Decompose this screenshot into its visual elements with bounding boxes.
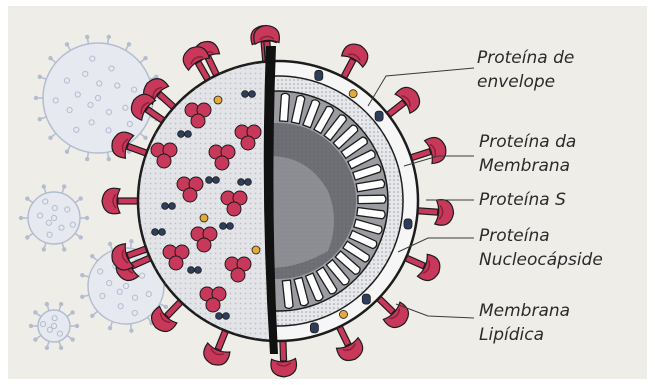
envelope-protein — [214, 96, 222, 104]
section-envelope-protein — [340, 310, 348, 318]
envelope-protein — [200, 214, 208, 222]
section-envelope-protein — [349, 90, 357, 98]
background-virus — [29, 302, 79, 350]
nucleocapsid-protein — [358, 195, 386, 203]
section-membrane-protein — [315, 70, 323, 80]
section-membrane-protein — [310, 323, 318, 333]
section-membrane-protein — [362, 294, 370, 304]
leader-line — [368, 68, 474, 106]
nucleocapsid-protein — [280, 93, 290, 121]
label-spike-protein: Proteína S — [479, 188, 566, 212]
background-virus — [19, 184, 89, 251]
section-membrane-protein — [404, 219, 412, 229]
envelope-protein — [252, 246, 260, 254]
section-membrane-protein — [375, 111, 383, 121]
